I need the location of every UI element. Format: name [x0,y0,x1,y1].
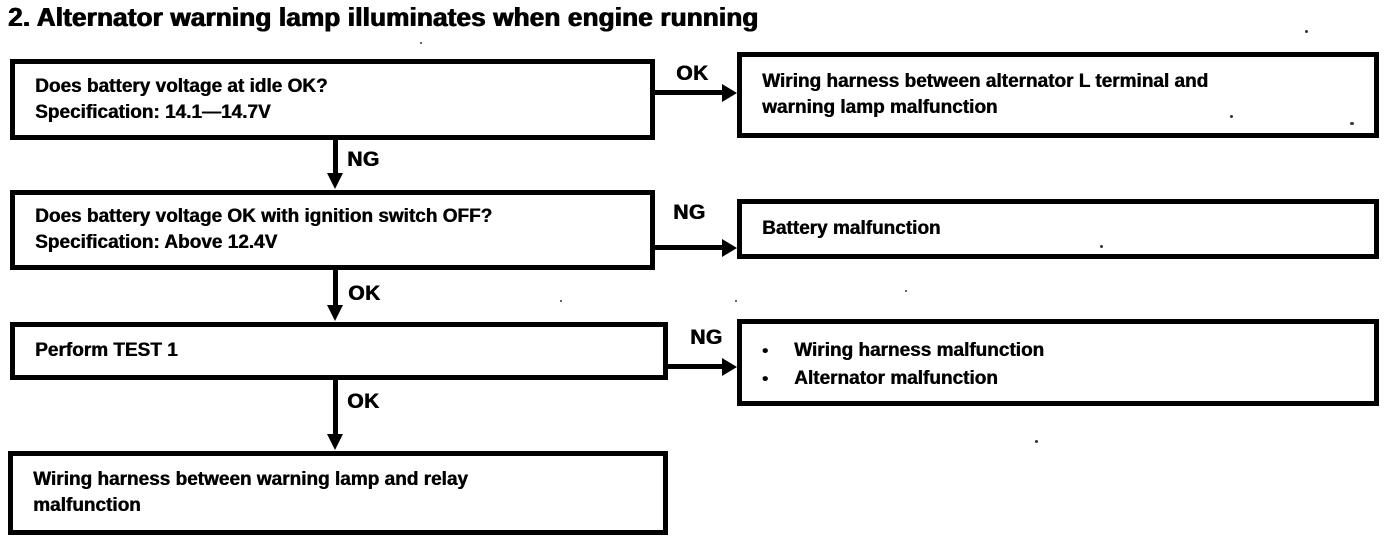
connector-line-step2-down [333,270,338,306]
scan-speck [420,42,422,44]
result-box-line: Wiring harness between alternator L term… [762,71,1209,92]
scan-speck [735,300,737,302]
flow-box-line: Wiring harness between warning lamp and … [33,469,468,490]
flow-box-battery-voltage-idle: Does battery voltage at idle OK? Specifi… [10,59,655,140]
branch-label-ng-1: NG [347,148,380,171]
result-box-line: warning lamp malfunction [762,97,998,118]
flow-box-line: Specification: 14.1—14.7V [35,101,271,123]
branch-label-ng-2: NG [673,201,706,224]
arrow-right-icon [722,358,737,376]
flow-box-line: Does battery voltage OK with ignition sw… [35,206,493,227]
flow-box-wiring-harness-relay: Wiring harness between warning lamp and … [8,451,668,535]
flow-box-perform-test-1: Perform TEST 1 [10,322,668,380]
result-list-item-label: Wiring harness malfunction [794,339,1045,361]
result-box-wiring-alternator-malfunction: • Wiring harness malfunction • Alternato… [737,319,1379,406]
connector-line-step3-right [666,364,722,369]
result-box-battery-malfunction: Battery malfunction [737,199,1379,259]
result-list-item: • Wiring harness malfunction [762,337,1364,365]
result-box-line: Battery malfunction [762,218,941,239]
flow-box-line: Perform TEST 1 [35,340,178,361]
scan-speck [1035,440,1038,443]
flow-box-line: Does battery voltage at idle OK? [35,75,328,97]
scan-speck [560,300,562,302]
page-title: 2. Alternator warning lamp illuminates w… [8,2,759,32]
bullet-icon: • [762,368,768,388]
bullet-icon: • [762,340,768,360]
flow-box-line: Specification: Above 12.4V [35,232,278,253]
scan-speck [1230,115,1233,118]
branch-label-ok-1: OK [676,62,709,85]
arrow-right-icon [722,84,737,102]
connector-line-step2-right [655,245,722,250]
arrow-down-icon [327,173,343,189]
branch-label-ok-2: OK [348,282,381,305]
arrow-right-icon [722,239,737,257]
arrow-down-icon [327,305,343,321]
scan-speck [1100,245,1103,248]
scan-speck [905,290,907,292]
scan-speck [1350,122,1354,125]
result-list-item: • Alternator malfunction [762,365,1364,393]
result-box-alternator-l-terminal: Wiring harness between alternator L term… [737,52,1379,138]
result-list-item-label: Alternator malfunction [794,367,998,389]
branch-label-ng-3: NG [690,326,723,349]
connector-line-step3-down [333,380,338,435]
connector-line-step1-right [655,90,722,95]
flow-box-line: malfunction [33,495,141,516]
connector-line-step1-down [333,140,338,174]
arrow-down-icon [327,434,343,450]
flow-box-battery-voltage-ignition-off: Does battery voltage OK with ignition sw… [10,190,655,270]
branch-label-ok-3: OK [347,390,380,413]
scan-speck [1305,30,1308,33]
